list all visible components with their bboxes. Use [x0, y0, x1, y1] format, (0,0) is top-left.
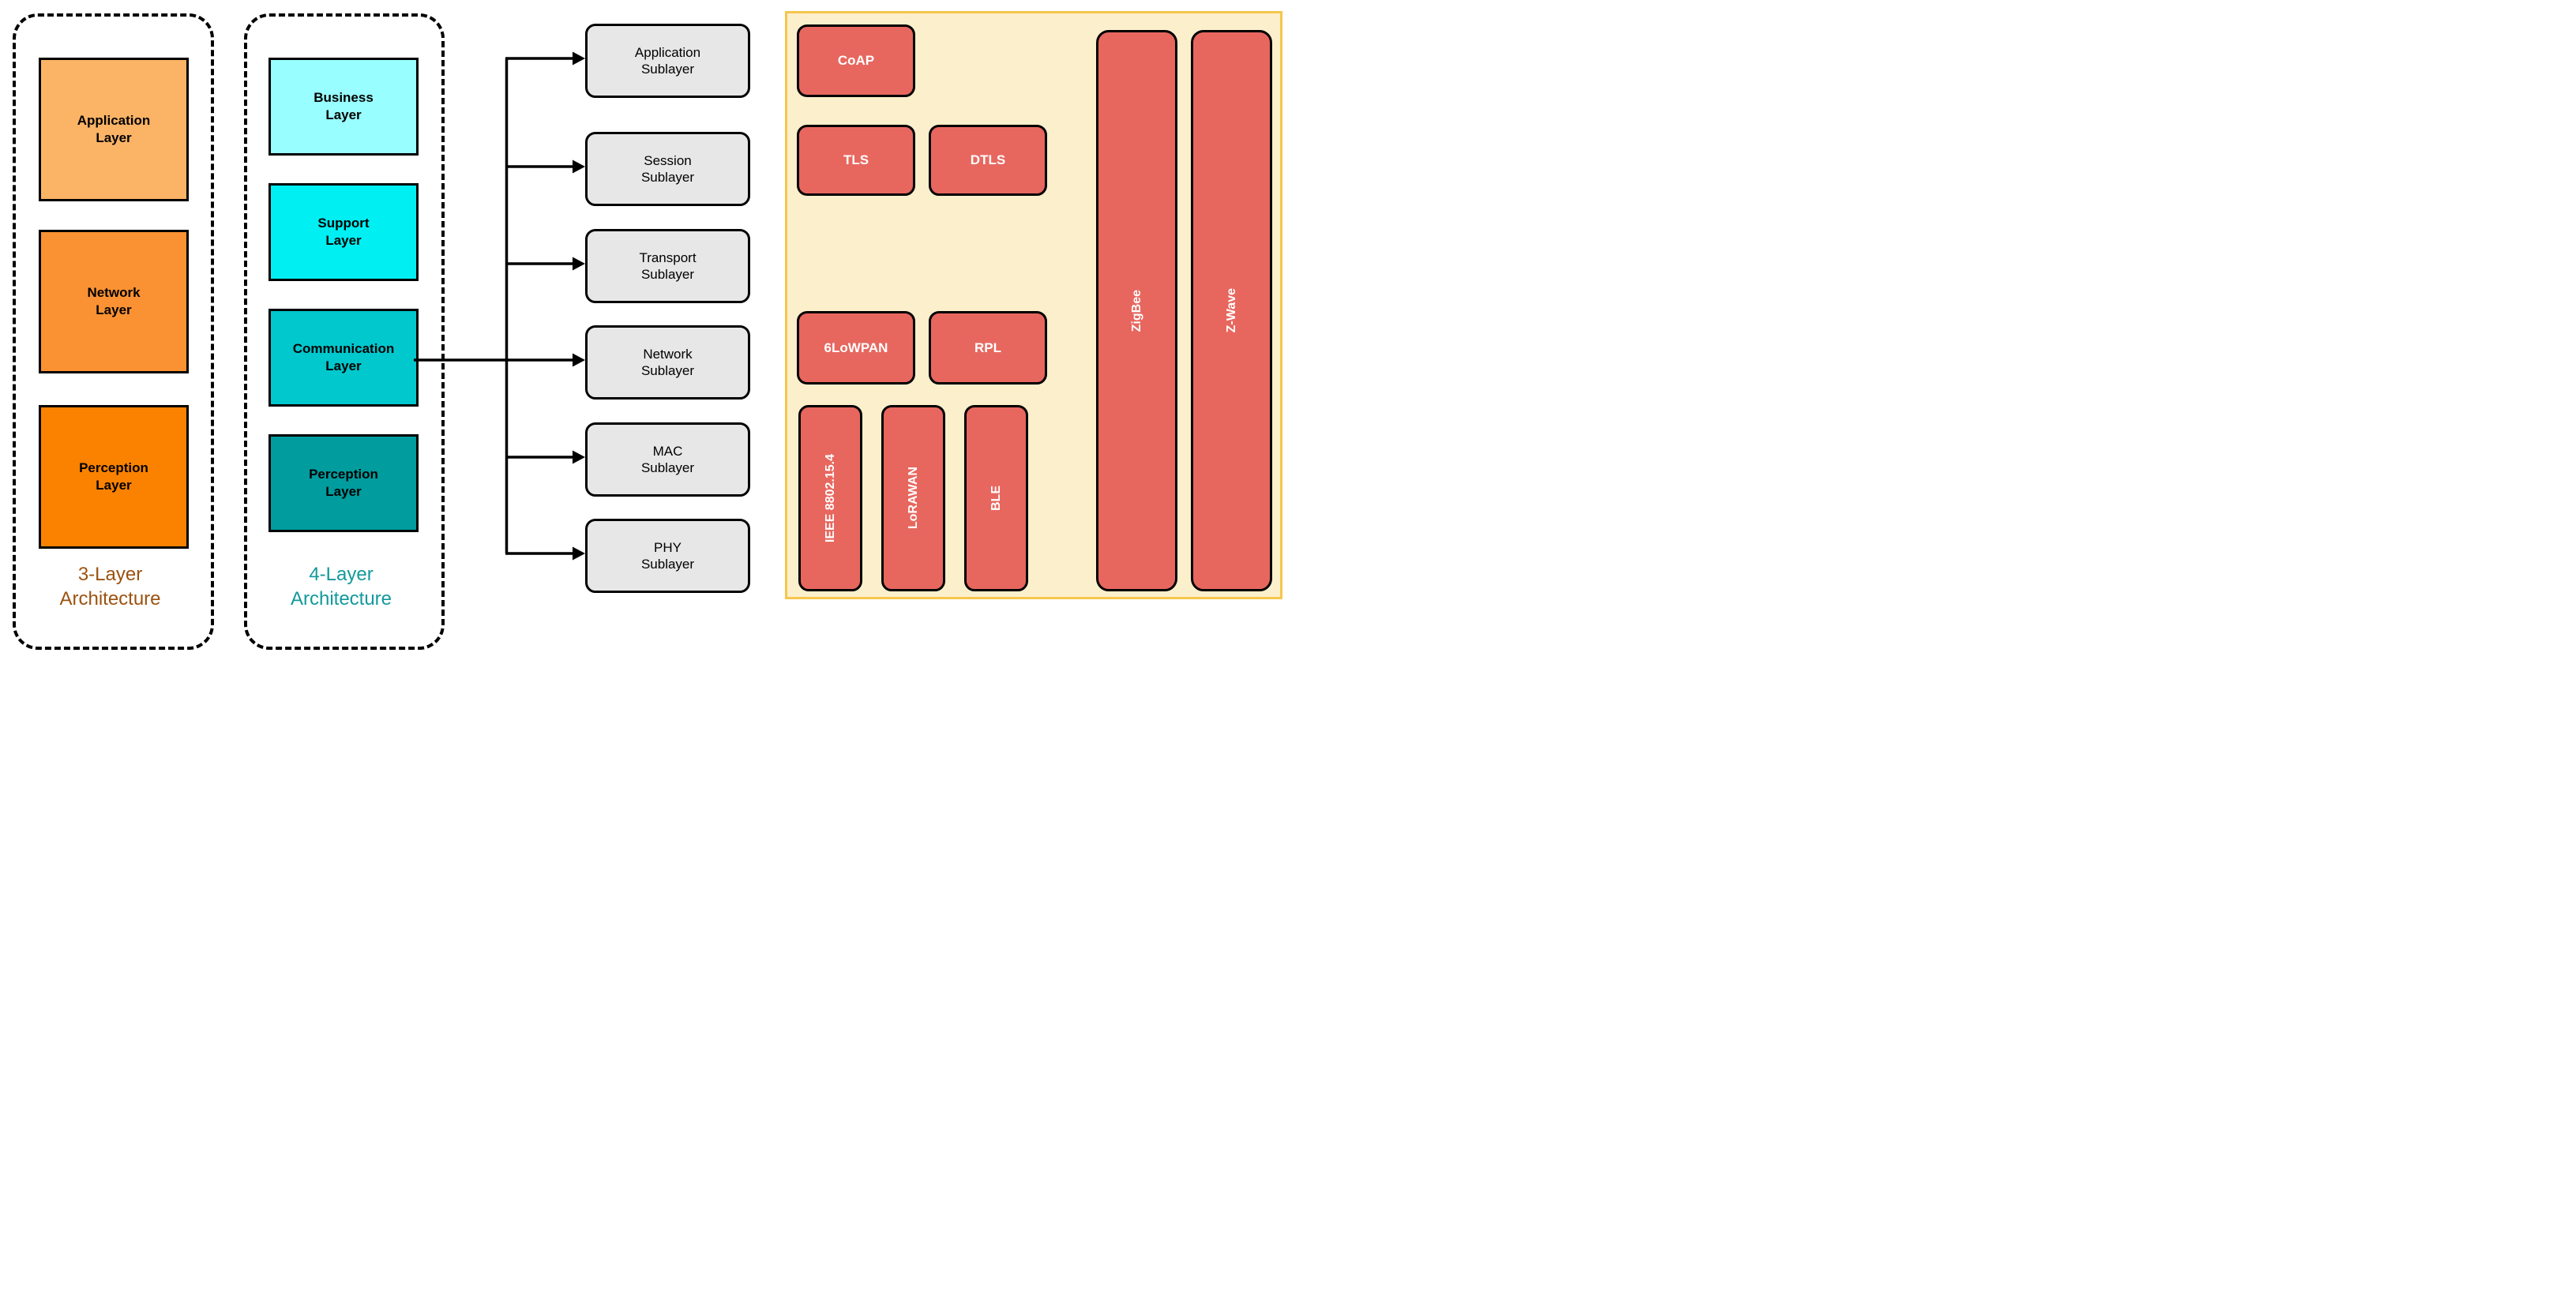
protocol-dtls-label: DTLS	[970, 152, 1006, 167]
layer-business-4l: Business Layer	[268, 58, 419, 156]
protocol-coap-label: CoAP	[837, 53, 875, 68]
protocol-rpl: RPL	[929, 311, 1047, 385]
layer-perception-4l: Perception Layer	[268, 434, 419, 532]
sublayer-phy: PHY Sublayer	[585, 519, 750, 593]
layer-application-3l-label: Application Layer	[77, 113, 151, 145]
four-layer-caption: 4-Layer Architecture	[244, 562, 438, 611]
sublayer-phy-label: PHY Sublayer	[640, 540, 695, 572]
four-layer-caption-line2: Architecture	[290, 588, 392, 610]
layer-perception-3l: Perception Layer	[39, 405, 189, 549]
four-layer-caption-line1: 4-Layer	[309, 564, 374, 585]
protocol-zigbee: ZigBee	[1096, 30, 1177, 591]
protocol-coap: CoAP	[797, 24, 915, 97]
arrowhead-phy	[573, 546, 585, 561]
arrowhead-mac	[573, 450, 585, 464]
protocol-panel: CoAP TLS DTLS 6LoWPAN RPL IEEE 8802.15.4…	[785, 11, 1282, 599]
protocol-lorawan: LoRAWAN	[881, 405, 945, 591]
sublayer-transport: Transport Sublayer	[585, 229, 750, 303]
sublayer-transport-label: Transport Sublayer	[639, 250, 697, 282]
sublayer-session: Session Sublayer	[585, 132, 750, 206]
protocol-rpl-label: RPL	[974, 340, 1001, 355]
layer-perception-4l-label: Perception Layer	[309, 467, 378, 499]
layer-application-3l: Application Layer	[39, 58, 189, 201]
layer-business-4l-label: Business Layer	[314, 90, 374, 122]
layer-communication-4l: Communication Layer	[268, 309, 419, 407]
three-layer-caption-line1: 3-Layer	[77, 564, 143, 585]
layer-network-3l: Network Layer	[39, 230, 189, 373]
layer-support-4l-label: Support Layer	[317, 216, 370, 248]
sublayer-application: Application Sublayer	[585, 24, 750, 98]
sublayer-network: Network Sublayer	[585, 325, 750, 400]
layer-communication-4l-label: Communication Layer	[292, 341, 395, 373]
protocol-ble: BLE	[964, 405, 1028, 591]
protocol-ble-label: BLE	[989, 486, 1003, 511]
protocol-6lowpan-label: 6LoWPAN	[824, 340, 888, 355]
three-layer-container	[13, 13, 214, 650]
protocol-zwave: Z-Wave	[1191, 30, 1272, 591]
sublayer-application-label: Application Sublayer	[634, 45, 701, 77]
arrowhead-network	[573, 353, 585, 367]
protocol-6lowpan: 6LoWPAN	[797, 311, 915, 385]
sublayer-mac: MAC Sublayer	[585, 422, 750, 497]
protocol-tls-label: TLS	[843, 152, 869, 167]
arrowhead-transport	[573, 257, 585, 271]
protocol-lorawan-label: LoRAWAN	[906, 467, 920, 530]
protocol-ieee-8802-15-4-label: IEEE 8802.15.4	[823, 453, 837, 543]
layer-network-3l-label: Network Layer	[87, 285, 141, 317]
protocol-dtls: DTLS	[929, 125, 1047, 196]
protocol-ieee-8802-15-4: IEEE 8802.15.4	[798, 405, 862, 591]
arrowhead-application	[573, 51, 585, 66]
three-layer-caption: 3-Layer Architecture	[13, 562, 208, 611]
iot-architecture-diagram: Application Layer Network Layer Percepti…	[0, 0, 1288, 657]
protocol-tls: TLS	[797, 125, 915, 196]
layer-support-4l: Support Layer	[268, 183, 419, 281]
three-layer-caption-line2: Architecture	[59, 588, 161, 610]
layer-perception-3l-label: Perception Layer	[79, 460, 148, 493]
four-layer-container	[244, 13, 445, 650]
arrowhead-session	[573, 159, 585, 174]
protocol-zwave-label: Z-Wave	[1224, 288, 1238, 333]
sublayer-session-label: Session Sublayer	[640, 153, 695, 185]
sublayer-network-label: Network Sublayer	[640, 347, 695, 378]
sublayer-mac-label: MAC Sublayer	[640, 444, 695, 475]
protocol-zigbee-label: ZigBee	[1129, 289, 1143, 332]
